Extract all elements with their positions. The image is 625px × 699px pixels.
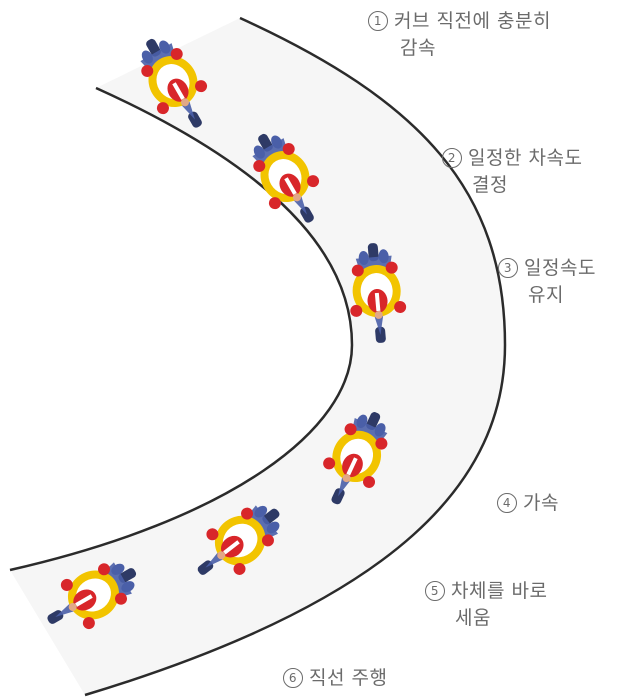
step-5-text-line1: 차체를 바로: [451, 580, 548, 602]
step-3-label: 3 일정속도 유지: [498, 255, 596, 309]
step-1-text-line2: 감속: [400, 37, 436, 59]
riders-layer: [47, 38, 407, 630]
step-2-number: 2: [442, 148, 462, 168]
step-3-text-line1: 일정속도: [524, 257, 596, 279]
motorcycle-rider-icon: [350, 243, 407, 343]
road-surface: [10, 18, 505, 695]
motorcycle-rider-icon: [323, 412, 388, 505]
step-6-label: 6 직선 주행: [283, 665, 387, 692]
motorcycle-rider-icon: [47, 562, 137, 630]
motorcycle-rider-icon: [197, 505, 280, 575]
step-2-text-line2: 결정: [472, 174, 508, 196]
step-1-label: 1 커브 직전에 충분히 감속: [368, 8, 551, 62]
step-1-number: 1: [368, 11, 388, 31]
step-4-label: 4 가속: [497, 490, 559, 517]
step-6-number: 6: [283, 668, 303, 688]
step-5-number: 5: [425, 581, 445, 601]
road-edge-inner: [9, 86, 354, 572]
step-5-text-line2: 세움: [455, 607, 491, 629]
step-4-number: 4: [497, 493, 517, 513]
step-5-label: 5 차체를 바로 세움: [425, 578, 547, 632]
step-2-label: 2 일정한 차속도 결정: [442, 145, 582, 199]
step-6-text-line1: 직선 주행: [309, 667, 388, 689]
step-4-text-line1: 가속: [523, 492, 559, 514]
step-1-text-line1: 커브 직전에 충분히: [394, 10, 551, 32]
step-3-number: 3: [498, 258, 518, 278]
motorcycle-rider-icon: [140, 38, 208, 128]
step-3-text-line2: 유지: [528, 284, 564, 306]
road-edge-outer: [84, 16, 507, 697]
step-2-text-line1: 일정한 차속도: [468, 147, 583, 169]
motorcycle-rider-icon: [252, 133, 320, 223]
